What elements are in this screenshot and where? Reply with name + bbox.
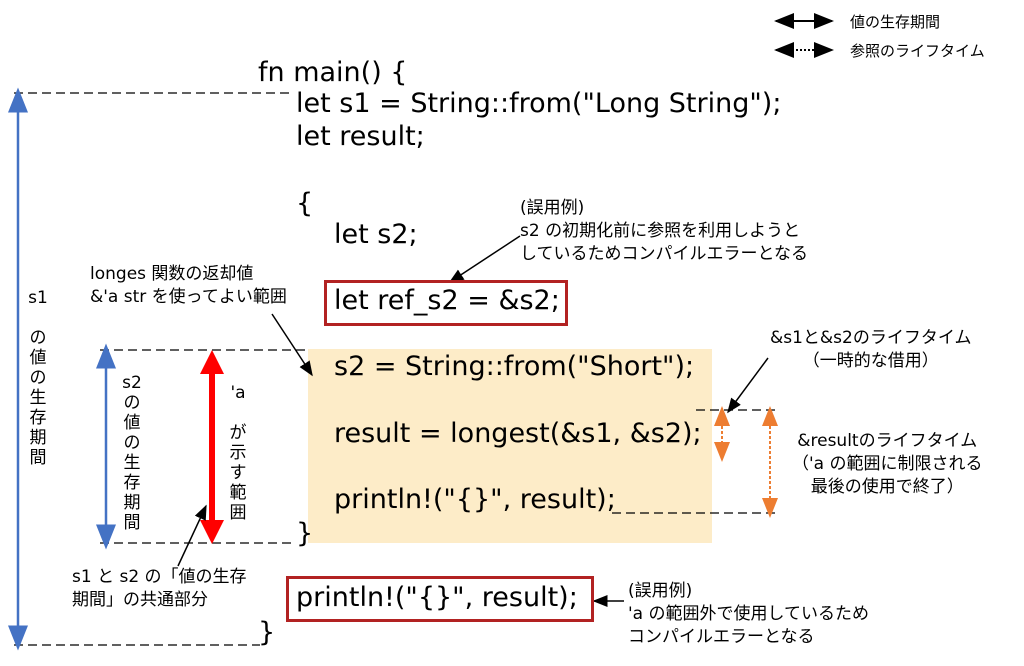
code-let-s2: let s2;: [334, 219, 418, 250]
result-lifetime-note: &resultのライフタイム （'a の範囲に制限される 最後の使用で終了）: [792, 431, 983, 497]
legend-lifetime-label: 値の生存期間: [850, 13, 941, 31]
code-fn-main: fn main() {: [258, 57, 408, 88]
common-part-pointer: [177, 504, 207, 567]
s2-lifetime-label: s2 の 値 の 生 存 期 間: [122, 373, 142, 534]
error1-pointer: [448, 235, 521, 283]
code-open-brace: {: [296, 188, 314, 219]
s1-lifetime-label: s1 の 値 の 生 存 期 間: [28, 288, 48, 469]
code-let-s1: let s1 = String::from("Long String");: [296, 88, 782, 119]
code-println-outer: println!("{}", result);: [296, 582, 578, 613]
code-println-inner: println!("{}", result);: [334, 484, 616, 515]
legend-ref-label: 参照のライフタイム: [850, 42, 985, 60]
a-range-highlight: [308, 349, 712, 543]
error1-code-box: [324, 280, 568, 326]
code-result-assign: result = longest(&s1, &s2);: [334, 418, 702, 449]
error1-note: (誤用例) s2 の初期化前に参照を利用しようと しているためコンパイルエラーと…: [520, 198, 808, 264]
code-close-fn: }: [258, 617, 276, 648]
code-let-result: let result;: [296, 121, 425, 152]
error2-code-box: [286, 576, 594, 622]
borrow-lifetime-note: &s1と&s2のライフタイム （一時的な借用）: [770, 328, 972, 371]
error2-note: (誤用例) 'a の範囲外で使用しているため コンパイルエラーとなる: [628, 581, 869, 647]
longes-range-note: longes 関数の返却値 &'a str を使ってよい範囲: [90, 264, 287, 307]
borrow-pointer: [727, 357, 769, 414]
longes-range-pointer: [271, 313, 313, 377]
code-s2-assign: s2 = String::from("Short");: [334, 351, 695, 382]
code-let-ref-s2: let ref_s2 = &s2;: [334, 285, 560, 316]
a-range-label: 'a が 示 す 範 囲: [229, 383, 247, 524]
code-close-inner: }: [296, 518, 314, 549]
common-part-note: s1 と s2 の「値の生存 期間」の共通部分: [72, 567, 247, 610]
